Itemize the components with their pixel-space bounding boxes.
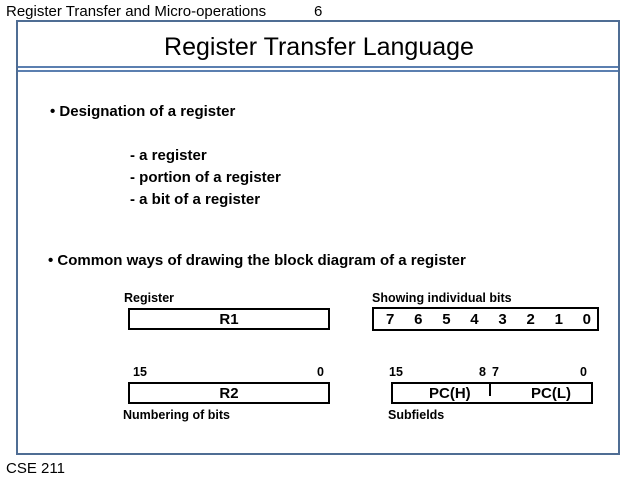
r2-low-bit: 0 — [317, 365, 324, 379]
subitem: - a register — [130, 147, 207, 164]
subfield-divider — [489, 384, 491, 396]
bit-2: 2 — [526, 310, 535, 328]
bullet-designation: • Designation of a register — [50, 103, 236, 120]
subitem: - portion of a register — [130, 169, 281, 186]
bit-1: 1 — [554, 310, 563, 328]
bit-7: 7 — [386, 310, 395, 328]
subitem: - a bit of a register — [130, 191, 261, 208]
bit-4: 4 — [470, 310, 479, 328]
title-separator-2 — [18, 70, 618, 72]
pc-high-bit: 15 — [389, 365, 403, 379]
register-caption: Register — [124, 291, 175, 305]
course-code: CSE 211 — [6, 460, 65, 477]
individual-bits-caption: Showing individual bits — [372, 291, 512, 305]
register-r1-box: R1 — [128, 308, 330, 330]
pc-mid-low-bit: 7 — [492, 365, 499, 379]
register-r1-label: R1 — [219, 311, 239, 328]
pc-low-label: PC(L) — [531, 385, 571, 402]
bullet-block-diagram: • Common ways of drawing the block diagr… — [48, 252, 466, 269]
bit-3: 3 — [498, 310, 507, 328]
page-number: 6 — [314, 3, 323, 20]
register-r2-box: R2 — [128, 382, 330, 404]
register-r2-label: R2 — [219, 385, 239, 402]
pc-low-bit: 0 — [580, 365, 587, 379]
title-separator — [18, 66, 618, 68]
r2-high-bit: 15 — [133, 365, 147, 379]
slide-title: Register Transfer Language — [164, 33, 474, 61]
subfields-caption: Subfields — [388, 408, 445, 422]
individual-bits-box: 7 6 5 4 3 2 1 0 — [372, 307, 599, 331]
header-topic: Register Transfer and Micro-operations — [6, 3, 267, 20]
bit-5: 5 — [442, 310, 451, 328]
pc-register-box: PC(H) PC(L) — [391, 382, 593, 404]
pc-high-label: PC(H) — [429, 385, 471, 402]
bit-6: 6 — [414, 310, 423, 328]
pc-mid-high-bit: 8 — [479, 365, 486, 379]
slide-frame — [16, 20, 620, 455]
numbering-caption: Numbering of bits — [123, 408, 230, 422]
bit-0: 0 — [582, 310, 591, 328]
